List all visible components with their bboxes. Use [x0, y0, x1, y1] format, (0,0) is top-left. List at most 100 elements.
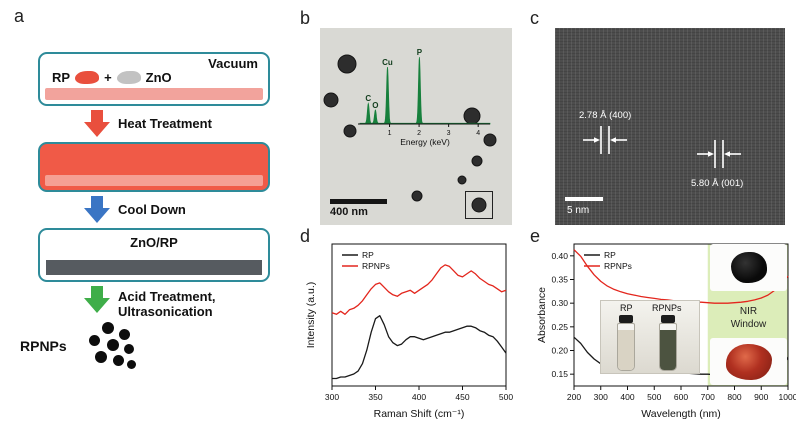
vial-cap [661, 315, 675, 323]
x-tick-label: 300 [594, 392, 608, 402]
nanoparticle-dot [102, 322, 114, 334]
nanoparticle-dot [95, 351, 107, 363]
y-tick-label: 0.25 [551, 322, 568, 332]
acid-arrow-icon [84, 286, 110, 313]
eds-tick-label: 3 [447, 130, 451, 137]
x-tick-label: 700 [701, 392, 715, 402]
vial-body [617, 323, 635, 371]
nir-window-label: NIR [739, 306, 758, 317]
vial-label-rp: RP [620, 303, 633, 313]
plus-sign: + [104, 70, 112, 85]
x-axis-label: Wavelength (nm) [641, 408, 721, 420]
heat-arrow-shape [84, 110, 110, 137]
lattice-spacing-400-label: 2.78 Å (400) [579, 110, 631, 121]
vial-body [659, 323, 677, 371]
acid-treatment-label: Acid Treatment, [118, 289, 216, 304]
y-tick-label: 0.35 [551, 275, 568, 285]
substrate-bar [45, 88, 263, 100]
x-tick-label: 1000 [779, 392, 796, 402]
y-axis-label: Intensity (a.u.) [305, 282, 317, 349]
rpnps-powder-photo [710, 244, 787, 291]
heated-substrate-bar [45, 175, 263, 186]
zno-rp-label: ZnO/RP [130, 235, 178, 250]
y-tick-label: 0.30 [551, 298, 568, 308]
hrtem-annotations: 2.78 Å (400) 5.80 Å (001) 5 nm [565, 110, 743, 216]
zno-powder-icon [116, 71, 141, 84]
nanoparticle [337, 54, 357, 74]
tem-scale-bar [330, 199, 387, 204]
acid-arrow-shape [84, 286, 110, 313]
x-tick-label: 200 [567, 392, 581, 402]
eds-tick-label: 2 [417, 130, 421, 137]
nanoparticle-dot [89, 335, 100, 346]
eds-peak-label-O: O [372, 101, 378, 110]
tem-particles [323, 54, 497, 213]
rp-suspension [618, 330, 634, 370]
eds-spectrum [359, 57, 491, 125]
nanoparticle-dot [107, 339, 119, 351]
rp-label: RP [52, 70, 71, 85]
vial-photo-inset: RP RPNPs [600, 300, 700, 374]
rpnps-suspension [660, 330, 676, 370]
cool-down-label: Cool Down [118, 202, 186, 217]
x-tick-label: 350 [368, 392, 382, 402]
x-tick-label: 450 [455, 392, 469, 402]
hrtem-scale-bar [565, 197, 603, 201]
black-powder-blob [730, 252, 767, 283]
zno-rp-slab [46, 260, 262, 275]
highlight-box [465, 191, 493, 219]
eds-peak-label-P: P [417, 48, 423, 57]
x-tick-label: 600 [674, 392, 688, 402]
panel-label-e: e [530, 226, 541, 246]
ultrasonication-label: Ultrasonication [118, 304, 213, 319]
rpnps-nanoparticles-icon [86, 320, 142, 376]
vial-cap [619, 315, 633, 323]
eds-tick-label: 1 [388, 130, 392, 137]
nanoparticle [471, 155, 483, 167]
cool-arrow-icon [84, 196, 110, 223]
nanoparticle [457, 175, 467, 185]
vial-label-rpnps: RPNPs [652, 303, 682, 313]
x-tick-label: 500 [499, 392, 513, 402]
hrtem-scale-label: 5 nm [567, 205, 589, 216]
vacuum-box: Vacuum RP + ZnO [38, 52, 270, 106]
zno-label: ZnO [145, 70, 172, 85]
panel-label-d: d [300, 226, 311, 246]
zno-rp-box: ZnO/RP [38, 228, 270, 282]
arrowhead-icon [708, 151, 714, 157]
y-tick-label: 0.40 [551, 251, 568, 261]
nanoparticle [343, 124, 357, 138]
x-tick-label: 800 [727, 392, 741, 402]
red-powder-blob [725, 343, 772, 380]
nanoparticle-dot [113, 355, 124, 366]
precursor-row: RP + ZnO [52, 70, 172, 85]
rp-powder-photo [710, 338, 787, 385]
nanoparticle-dot [124, 344, 134, 354]
rpnps-vial [657, 315, 679, 371]
y-tick-label: 0.20 [551, 346, 568, 356]
heat-arrow-icon [84, 110, 110, 137]
rp-vial [615, 315, 637, 371]
legend-label: RPNPs [604, 261, 632, 271]
y-tick-label: 0.15 [551, 369, 568, 379]
nanoparticle-dot [127, 360, 136, 369]
cool-arrow-shape [84, 196, 110, 223]
lattice-spacing-001-label: 5.80 Å (001) [691, 178, 743, 189]
panel-label-a: a [14, 6, 25, 26]
nanoparticle [471, 197, 487, 213]
arrowhead-icon [594, 137, 600, 143]
x-tick-label: 300 [325, 392, 339, 402]
arrowhead-icon [610, 137, 616, 143]
eds-axis-label: Energy (keV) [400, 137, 450, 147]
heat-treatment-label: Heat Treatment [118, 116, 212, 131]
series-RP [332, 315, 507, 380]
eds-peak-label-C: C [365, 94, 371, 103]
rpnps-product-label: RPNPs [20, 338, 67, 354]
eds-tick-label: 4 [476, 130, 480, 137]
y-axis-label: Absorbance [536, 287, 548, 343]
plot-frame [331, 243, 507, 387]
synthesis-schematic: Vacuum RP + ZnO Heat Treatment Cool Down… [0, 0, 300, 430]
